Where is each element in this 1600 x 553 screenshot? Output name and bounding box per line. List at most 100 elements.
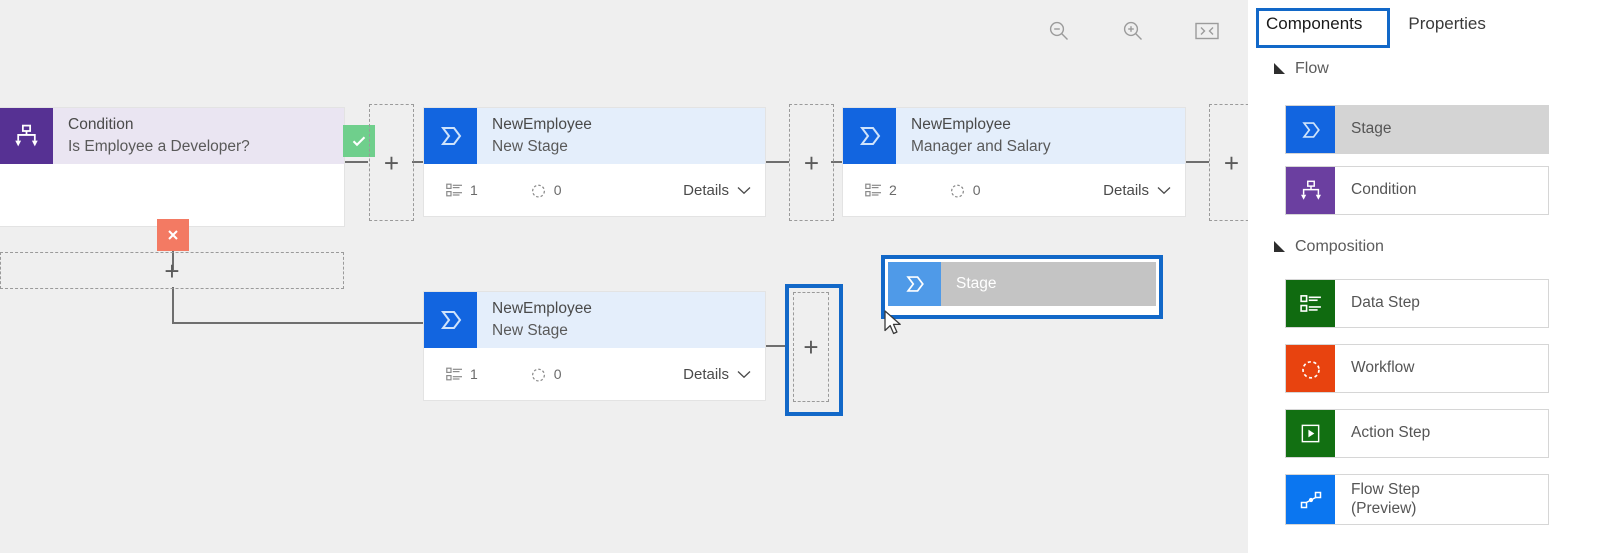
tab-properties[interactable]: Properties <box>1408 14 1486 33</box>
component-item-data-step[interactable]: Data Step <box>1285 279 1549 328</box>
node-footer: 2 0 Details <box>843 164 1185 216</box>
component-item-stage[interactable]: Stage <box>1285 105 1549 154</box>
component-label: Workflow <box>1335 345 1548 392</box>
stage-icon <box>1286 106 1335 153</box>
wire-condition-to-dz1 <box>344 161 368 163</box>
component-item-flow-step[interactable]: Flow Step (Preview) <box>1285 474 1549 525</box>
section-title: Composition <box>1295 238 1384 255</box>
node-header: NewEmployee New Stage <box>424 108 765 164</box>
data-step-count-value: 2 <box>889 182 897 198</box>
stage-icon <box>843 108 896 164</box>
dropzone-condition-false-branch[interactable]: + <box>0 252 344 289</box>
condition-false-badge <box>157 219 189 251</box>
components-panel: Components Properties Flow Stage <box>1248 0 1600 553</box>
plus-glyph: + <box>164 255 180 286</box>
component-label-line1: Condition <box>1351 181 1417 199</box>
component-label: Flow Step (Preview) <box>1335 475 1548 524</box>
component-item-action-step[interactable]: Action Step <box>1285 409 1549 458</box>
dropzone-after-manager-salary[interactable]: + <box>1209 104 1248 221</box>
condition-icon <box>0 108 53 164</box>
node-footer: 1 0 Details <box>424 164 765 216</box>
node-footer: 1 0 Details <box>424 348 765 400</box>
plus-glyph: + <box>803 332 819 362</box>
flow-step-icon <box>1286 475 1335 524</box>
plus-glyph: + <box>803 147 820 178</box>
stage-icon <box>888 262 941 306</box>
data-step-count: 1 <box>446 182 478 198</box>
tab-components[interactable]: Components <box>1266 14 1363 33</box>
zoom-in-icon[interactable] <box>1116 14 1150 48</box>
section-header-composition[interactable]: Composition <box>1274 238 1384 256</box>
component-label: Stage <box>1335 106 1548 153</box>
collapse-triangle-icon <box>1274 63 1286 75</box>
flow-node-stage-manager-salary[interactable]: NewEmployee Manager and Salary 2 <box>843 108 1185 216</box>
wire-dz1-to-stage-top <box>412 161 424 163</box>
condition-icon <box>1286 167 1335 214</box>
data-step-count: 2 <box>865 182 897 198</box>
component-label: Condition <box>1335 167 1548 214</box>
component-label-line1: Workflow <box>1351 359 1415 377</box>
panel-tabs: Components Properties <box>1258 8 1494 40</box>
canvas-toolbar <box>1042 14 1224 48</box>
dropzone-after-condition-true[interactable]: + <box>369 104 414 221</box>
component-item-workflow[interactable]: Workflow <box>1285 344 1549 393</box>
node-title-block: NewEmployee New Stage <box>477 108 765 164</box>
collapse-triangle-icon <box>1274 241 1286 253</box>
action-step-icon <box>1286 410 1335 457</box>
component-label-line1: Stage <box>1351 120 1392 138</box>
flow-node-stage-new-stage-top[interactable]: NewEmployee New Stage 1 0 <box>424 108 765 216</box>
mouse-pointer-cursor <box>884 310 904 343</box>
node-body-empty <box>0 164 344 226</box>
data-step-count: 1 <box>446 366 478 382</box>
workflow-count: 0 <box>949 182 981 199</box>
workflow-count: 0 <box>530 366 562 383</box>
stage-icon <box>424 292 477 348</box>
component-label-line1: Flow Step <box>1351 480 1420 498</box>
wire-false-dz-down <box>172 287 174 323</box>
section-header-flow[interactable]: Flow <box>1274 60 1329 78</box>
details-toggle[interactable]: Details <box>683 182 751 199</box>
data-step-count-value: 1 <box>470 182 478 198</box>
node-title-secondary: Is Employee a Developer? <box>68 138 250 155</box>
stage-icon <box>424 108 477 164</box>
flow-node-stage-new-stage-bottom[interactable]: NewEmployee New Stage 1 0 <box>424 292 765 400</box>
details-label: Details <box>1103 181 1149 199</box>
component-label-line1: Action Step <box>1351 424 1431 442</box>
flow-canvas[interactable]: Condition Is Employee a Developer? + + <box>0 0 1248 553</box>
node-title-block: NewEmployee New Stage <box>477 292 765 348</box>
drag-ghost-inner: Stage <box>888 262 1156 306</box>
node-title-secondary: Manager and Salary <box>911 138 1051 155</box>
component-label-line2: (Preview) <box>1351 499 1417 517</box>
drag-ghost-label: Stage <box>956 275 997 292</box>
workflow-icon <box>1286 345 1335 392</box>
plus-glyph: + <box>383 147 400 178</box>
wire-manager-to-dz3 <box>1185 161 1209 163</box>
zoom-out-icon[interactable] <box>1042 14 1076 48</box>
component-label: Action Step <box>1335 410 1548 457</box>
wire-false-vertical <box>172 247 174 270</box>
workflow-count-value: 0 <box>553 366 562 382</box>
drag-ghost-stage[interactable]: Stage <box>881 255 1163 319</box>
section-title: Flow <box>1295 60 1329 77</box>
node-header: NewEmployee Manager and Salary <box>843 108 1185 164</box>
node-title-block: NewEmployee Manager and Salary <box>896 108 1185 164</box>
workflow-count-value: 0 <box>972 182 981 198</box>
node-header: Condition Is Employee a Developer? <box>0 108 344 164</box>
flow-node-condition[interactable]: Condition Is Employee a Developer? <box>0 108 344 226</box>
node-title-primary: NewEmployee <box>911 116 1011 133</box>
data-step-count-value: 1 <box>470 366 478 382</box>
workflow-count-value: 0 <box>553 182 562 198</box>
dropzone-after-new-stage-bottom-highlight[interactable]: + <box>785 284 843 416</box>
details-toggle[interactable]: Details <box>1103 182 1171 199</box>
details-toggle[interactable]: Details <box>683 366 751 383</box>
dropzone-after-new-stage-top[interactable]: + <box>789 104 834 221</box>
node-title-primary: NewEmployee <box>492 300 592 317</box>
wire-bottom-stage-to-dz <box>765 345 785 347</box>
component-item-condition[interactable]: Condition <box>1285 166 1549 215</box>
node-title-block: Condition Is Employee a Developer? <box>53 108 344 164</box>
wire-false-elbow <box>172 322 424 324</box>
details-label: Details <box>683 181 729 199</box>
dropzone-after-new-stage-bottom[interactable]: + <box>793 292 829 402</box>
node-header: NewEmployee New Stage <box>424 292 765 348</box>
fit-to-screen-icon[interactable] <box>1190 14 1224 48</box>
